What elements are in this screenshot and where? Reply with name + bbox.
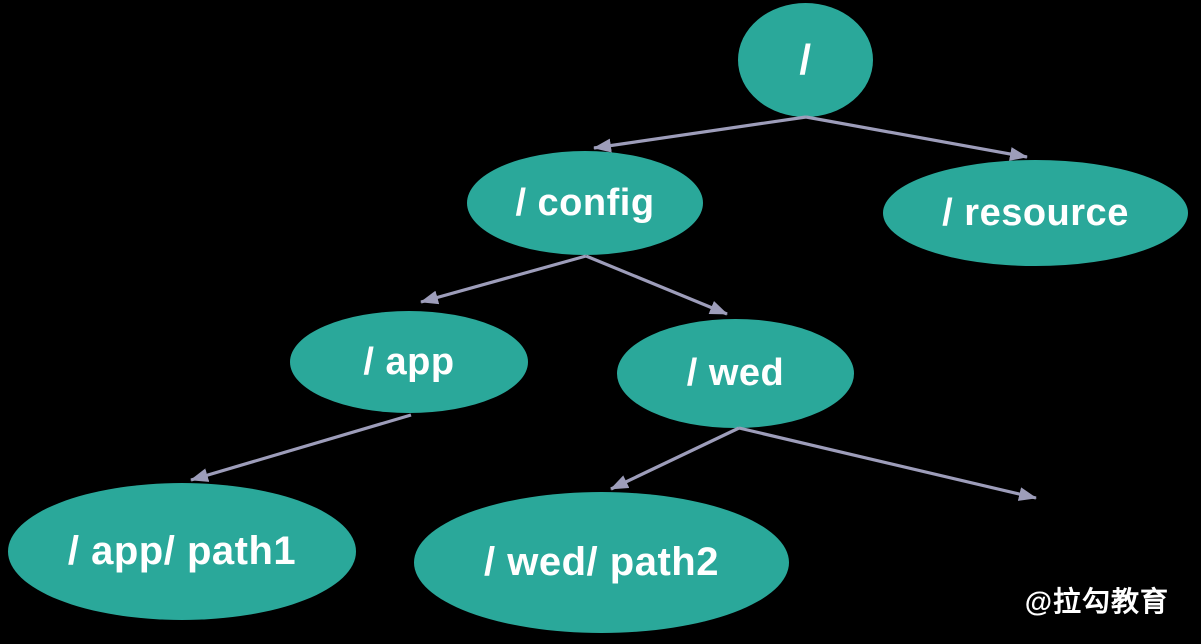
- node-wed-path2: / wed/ path2: [414, 492, 789, 633]
- node-app-path1-label: / app/ path1: [67, 529, 297, 573]
- node-root: /: [738, 3, 873, 117]
- node-config: / config: [467, 151, 703, 255]
- edge-wed-path2: [610, 426, 740, 491]
- node-root-label: /: [799, 36, 812, 83]
- edge-wed-unlabeled: [738, 426, 1037, 501]
- node-wed: / wed: [617, 319, 854, 428]
- node-wed-label: / wed: [686, 352, 785, 394]
- edge-config-app: [420, 254, 587, 305]
- edge-root-config: [593, 115, 807, 153]
- node-resource-label: / resource: [942, 191, 1129, 234]
- node-app-label: / app: [363, 340, 455, 383]
- edge-app-path1: [190, 413, 412, 482]
- node-config-label: / config: [515, 181, 655, 224]
- watermark: @拉勾教育: [1024, 586, 1169, 617]
- edge-config-wed: [585, 254, 728, 316]
- node-resource: / resource: [883, 160, 1188, 266]
- node-app: / app: [290, 311, 528, 413]
- node-wed-path2-label: / wed/ path2: [484, 540, 719, 584]
- edge-root-resource: [805, 115, 1028, 161]
- node-app-path1: / app/ path1: [8, 483, 356, 620]
